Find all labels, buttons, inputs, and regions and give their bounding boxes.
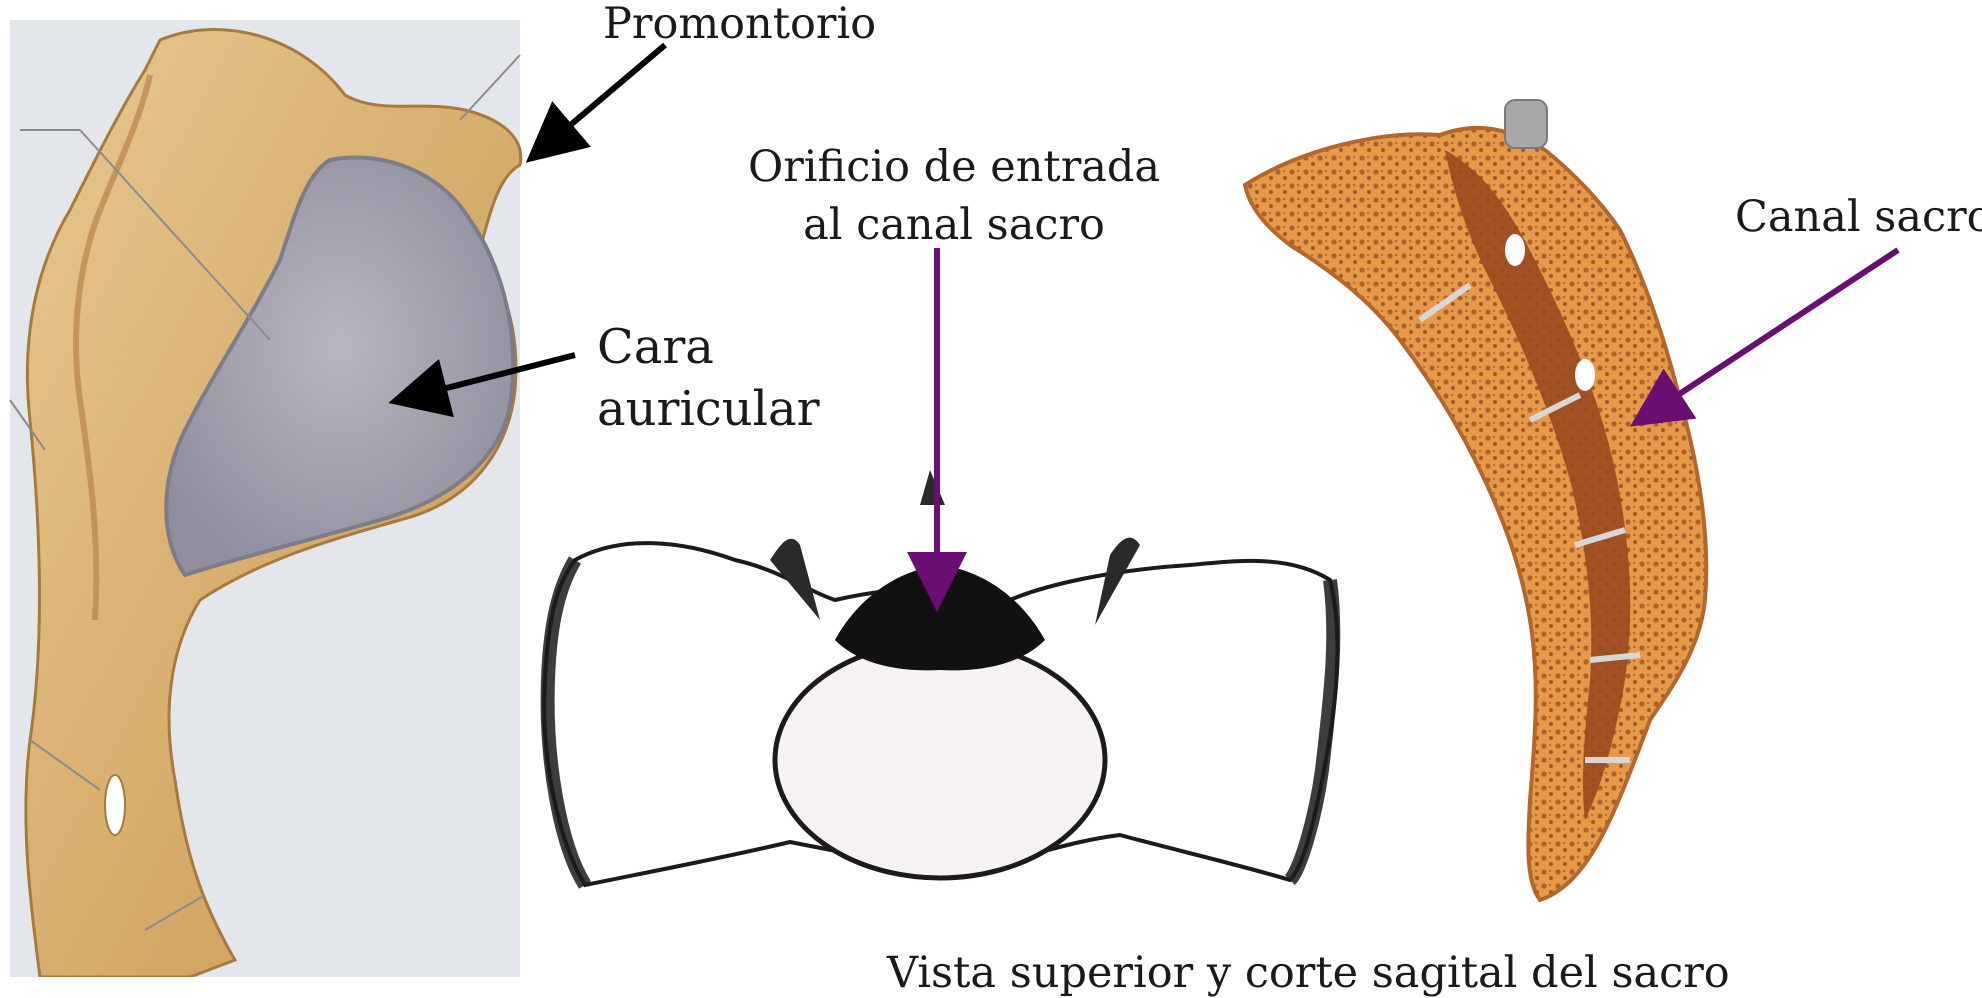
vertebral-body-s1 xyxy=(775,642,1105,878)
lateral-sacrum-illustration xyxy=(10,20,521,977)
sacral-foramen xyxy=(105,775,125,835)
label-orificio-line2: al canal sacro xyxy=(748,196,1160,254)
foramen-hole xyxy=(1505,234,1525,266)
anatomy-figure: Promontorio Cara auricular Orificio de e… xyxy=(0,0,1982,977)
arrow-promontorio xyxy=(535,45,665,155)
arrow-canal-sacro xyxy=(1640,250,1898,420)
label-cara-line1: Cara xyxy=(597,316,820,378)
superior-sacrum-illustration xyxy=(544,470,1337,885)
label-orificio-entrada: Orificio de entrada al canal sacro xyxy=(748,138,1160,254)
cauda-equina-stub xyxy=(1505,100,1547,148)
label-canal-sacro: Canal sacro xyxy=(1735,193,1982,242)
foramen-hole xyxy=(1575,359,1595,391)
label-orificio-line1: Orificio de entrada xyxy=(748,138,1160,196)
label-promontorio: Promontorio xyxy=(603,0,876,49)
figure-caption: Vista superior y corte sagital del sacro xyxy=(887,949,1730,998)
label-cara-line2: auricular xyxy=(597,378,820,440)
label-cara-auricular: Cara auricular xyxy=(597,316,820,440)
spinous-process xyxy=(920,470,945,505)
